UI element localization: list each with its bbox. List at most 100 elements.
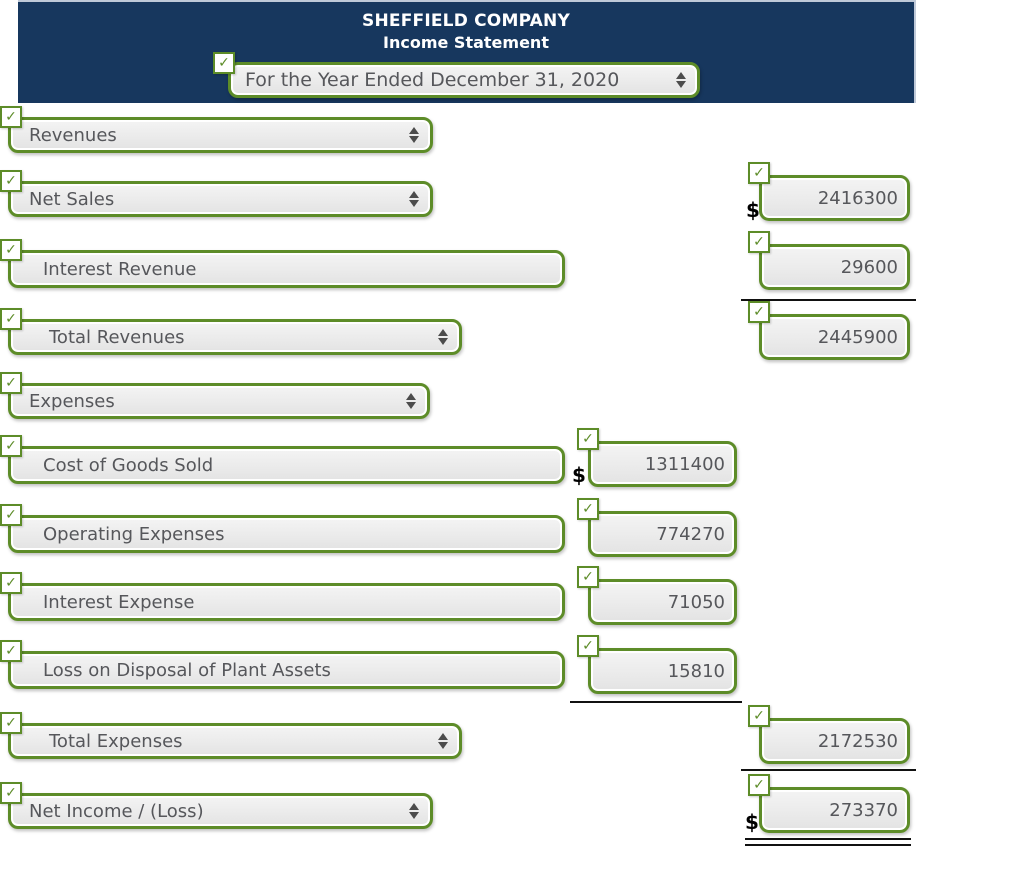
select-total-expenses[interactable]: Total Expenses: [8, 723, 462, 759]
amount-net-income-value: 273370: [829, 799, 898, 821]
select-arrows-icon: [406, 393, 416, 409]
checkmark-icon: ✓: [753, 165, 765, 181]
input-loss-on-disposal-field: ✓ Loss on Disposal of Plant Assets: [0, 640, 565, 689]
expenses-subtotal-rule: [570, 701, 742, 703]
select-net-income-value: Net Income / (Loss): [29, 800, 204, 822]
correct-checkbox: ✓: [748, 705, 770, 727]
checkmark-icon: ✓: [5, 375, 17, 391]
checkmark-icon: ✓: [5, 715, 17, 731]
select-net-sales-value: Net Sales: [29, 188, 115, 210]
correct-checkbox: ✓: [0, 308, 22, 330]
amount-interest-revenue-value: 29600: [840, 256, 898, 278]
select-total-expenses-field: ✓ Total Expenses: [0, 712, 462, 759]
amount-total-revenues[interactable]: 2445900: [759, 314, 910, 360]
checkmark-icon: ✓: [218, 55, 230, 71]
select-arrows-icon: [409, 191, 419, 207]
correct-checkbox: ✓: [577, 635, 599, 657]
total-expenses-rule: [741, 769, 916, 771]
select-revenues-value: Revenues: [29, 124, 117, 146]
amount-total-expenses[interactable]: 2172530: [759, 718, 910, 764]
input-interest-expense-field: ✓ Interest Expense: [0, 572, 565, 621]
checkmark-icon: ✓: [582, 569, 594, 585]
correct-checkbox: ✓: [0, 640, 22, 662]
checkmark-icon: ✓: [5, 109, 17, 125]
amount-cost-of-goods-sold-value: 1311400: [644, 453, 725, 475]
period-select-value: For the Year Ended December 31, 2020: [245, 69, 620, 91]
checkmark-icon: ✓: [5, 507, 17, 523]
correct-checkbox: ✓: [748, 162, 770, 184]
currency-symbol: $: [746, 198, 760, 222]
checkmark-icon: ✓: [5, 785, 17, 801]
input-cost-of-goods-sold-field: ✓ Cost of Goods Sold: [0, 435, 565, 484]
amount-loss-on-disposal[interactable]: 15810: [588, 648, 737, 694]
correct-checkbox: ✓: [748, 774, 770, 796]
checkmark-icon: ✓: [5, 173, 17, 189]
amount-operating-expenses-field: ✓ 774270: [577, 498, 737, 557]
select-net-income-field: ✓ Net Income / (Loss): [0, 782, 433, 829]
correct-checkbox: ✓: [0, 239, 22, 261]
select-total-expenses-value: Total Expenses: [49, 730, 183, 752]
select-net-income[interactable]: Net Income / (Loss): [8, 793, 433, 829]
checkmark-icon: ✓: [5, 575, 17, 591]
input-operating-expenses[interactable]: Operating Expenses: [8, 515, 565, 553]
amount-interest-revenue[interactable]: 29600: [759, 244, 910, 290]
correct-checkbox: ✓: [577, 428, 599, 450]
currency-symbol: $: [572, 463, 586, 487]
select-revenues-field: ✓ Revenues: [0, 106, 433, 153]
amount-net-sales[interactable]: 2416300: [759, 175, 910, 221]
amount-net-sales-value: 2416300: [817, 187, 898, 209]
amount-net-income[interactable]: 273370: [759, 787, 910, 833]
amount-total-expenses-value: 2172530: [817, 730, 898, 752]
select-net-sales-field: ✓ Net Sales: [0, 170, 433, 217]
checkmark-icon: ✓: [5, 643, 17, 659]
period-select-field: ✓ For the Year Ended December 31, 2020: [213, 52, 700, 98]
statement-name: Income Statement: [383, 33, 549, 52]
select-arrows-icon: [676, 72, 686, 88]
correct-checkbox: ✓: [0, 572, 22, 594]
amount-interest-expense[interactable]: 71050: [588, 579, 737, 625]
input-interest-revenue-value: Interest Revenue: [43, 258, 197, 280]
amount-total-revenues-field: ✓ 2445900: [748, 301, 910, 360]
input-interest-expense-value: Interest Expense: [43, 591, 195, 613]
checkmark-icon: ✓: [5, 242, 17, 258]
input-operating-expenses-field: ✓ Operating Expenses: [0, 504, 565, 553]
amount-interest-expense-field: ✓ 71050: [577, 566, 737, 625]
amount-operating-expenses-value: 774270: [656, 523, 725, 545]
correct-checkbox: ✓: [748, 231, 770, 253]
select-net-sales[interactable]: Net Sales: [8, 181, 433, 217]
amount-loss-on-disposal-field: ✓ 15810: [577, 635, 737, 694]
checkmark-icon: ✓: [582, 431, 594, 447]
select-arrows-icon: [409, 127, 419, 143]
select-expenses-value: Expenses: [29, 390, 115, 412]
input-interest-expense[interactable]: Interest Expense: [8, 583, 565, 621]
period-select[interactable]: For the Year Ended December 31, 2020: [228, 62, 700, 98]
select-total-revenues-field: ✓ Total Revenues: [0, 308, 462, 355]
correct-checkbox: ✓: [748, 301, 770, 323]
correct-checkbox: ✓: [0, 435, 22, 457]
amount-loss-on-disposal-value: 15810: [667, 660, 725, 682]
amount-interest-revenue-field: ✓ 29600: [748, 231, 910, 290]
select-total-revenues[interactable]: Total Revenues: [8, 319, 462, 355]
correct-checkbox: ✓: [0, 170, 22, 192]
input-cost-of-goods-sold[interactable]: Cost of Goods Sold: [8, 446, 565, 484]
checkmark-icon: ✓: [753, 708, 765, 724]
correct-checkbox: ✓: [0, 504, 22, 526]
select-revenues[interactable]: Revenues: [8, 117, 433, 153]
checkmark-icon: ✓: [753, 234, 765, 250]
correct-checkbox: ✓: [577, 566, 599, 588]
select-expenses[interactable]: Expenses: [8, 383, 430, 419]
amount-total-revenues-value: 2445900: [817, 326, 898, 348]
select-arrows-icon: [438, 329, 448, 345]
checkmark-icon: ✓: [5, 311, 17, 327]
amount-cost-of-goods-sold[interactable]: 1311400: [588, 441, 737, 487]
amount-net-income-field: ✓ 273370: [748, 774, 910, 833]
company-name: SHEFFIELD COMPANY: [362, 11, 570, 31]
input-operating-expenses-value: Operating Expenses: [43, 523, 225, 545]
input-loss-on-disposal-value: Loss on Disposal of Plant Assets: [43, 659, 331, 681]
select-arrows-icon: [409, 803, 419, 819]
input-loss-on-disposal[interactable]: Loss on Disposal of Plant Assets: [8, 651, 565, 689]
input-interest-revenue[interactable]: Interest Revenue: [8, 250, 565, 288]
amount-net-sales-field: ✓ 2416300: [748, 162, 910, 221]
amount-operating-expenses[interactable]: 774270: [588, 511, 737, 557]
